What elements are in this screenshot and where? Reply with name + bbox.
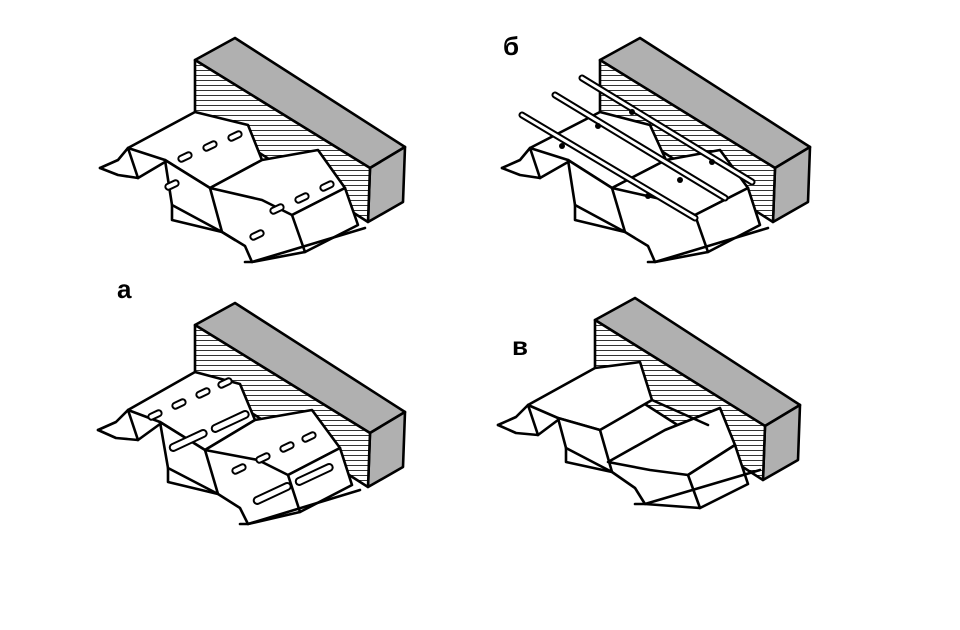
deck-panel-plain [496, 296, 802, 510]
label-v: в [512, 331, 528, 361]
deck-panel-embossed-bottom [96, 301, 407, 526]
embossment-slots [164, 130, 335, 241]
profiled-steel-sheet [496, 360, 762, 510]
reinforcement-rods [518, 74, 756, 222]
embossment-slots [147, 377, 334, 505]
label-a: а [117, 274, 132, 304]
profiled-steel-sheet [98, 110, 367, 264]
profiled-steel-sheet [96, 370, 362, 526]
profiled-steel-sheet [500, 110, 770, 264]
deck-panel-with-rods [500, 36, 812, 264]
label-b: б [503, 31, 519, 61]
deck-panel-embossed-top [98, 36, 407, 264]
